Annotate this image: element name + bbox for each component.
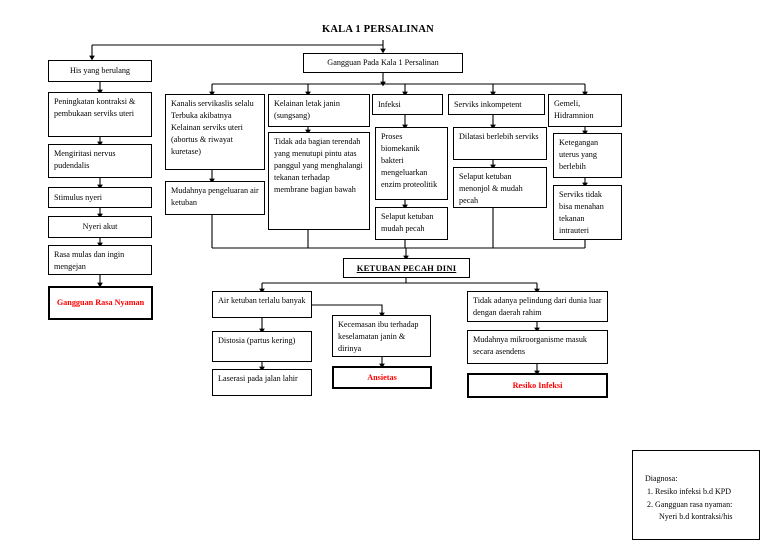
node-nyeri-akut[interactable]: Nyeri akut xyxy=(48,216,152,238)
diagnosa-heading: Diagnosa: xyxy=(645,474,678,483)
node-infeksi[interactable]: Infeksi xyxy=(372,94,443,115)
node-tidak-ada-bagian-terendah[interactable]: Tidak ada bagian terendah yang menutupi … xyxy=(268,132,370,230)
central-node[interactable]: Gangguan Pada Kala 1 Persalinan xyxy=(303,53,463,73)
node-label: Infeksi xyxy=(378,99,401,109)
node-label: Ketegangan uterus yang berlebih xyxy=(559,138,599,171)
node-label: Selaput ketuban mudah pecah xyxy=(381,212,434,233)
node-label: KETUBAN PECAH DINI xyxy=(356,262,457,273)
node-label: Mengiritasi nervus pudendalis xyxy=(54,149,116,170)
node-serviks-tidak-bisa-menahan[interactable]: Serviks tidak bisa menahan tekanan intra… xyxy=(553,185,622,240)
node-label: Tidak ada bagian terendah yang menutupi … xyxy=(274,137,363,194)
diagnosa-list: Resiko infeksi b.d KPD Gangguan rasa nya… xyxy=(641,486,753,512)
node-gangguan-rasa-nyaman[interactable]: Gangguan Rasa Nyaman xyxy=(48,286,153,320)
node-label: Laserasi pada jalan lahir xyxy=(218,374,298,383)
node-ketegangan-uterus[interactable]: Ketegangan uterus yang berlebih xyxy=(553,133,622,178)
node-proses-biomekanik[interactable]: Proses biomekanik bakteri mengeluarkan e… xyxy=(375,127,448,200)
node-label: Selaput ketuban menonjol & mudah pecah xyxy=(459,172,523,205)
node-label: Serviks inkompetent xyxy=(454,99,522,109)
node-label: Mudahnya mikroorganisme masuk secara ase… xyxy=(473,335,588,356)
diagnosa-panel: Diagnosa: Resiko infeksi b.d KPD Ganggua… xyxy=(632,450,760,540)
node-mudahnya-pengeluaran-air-ketuban[interactable]: Mudahnya pengeluaran air ketuban xyxy=(165,181,265,215)
node-kecemasan-ibu[interactable]: Kecemasan ibu terhadap keselamatan janin… xyxy=(332,315,431,357)
node-distosia[interactable]: Distosia (partus kering) xyxy=(212,331,312,362)
node-tidak-adanya-pelindung[interactable]: Tidak adanya pelindung dari dunia luar d… xyxy=(467,291,608,322)
node-label: Serviks tidak bisa menahan tekanan intra… xyxy=(559,190,604,235)
node-label: Nyeri akut xyxy=(82,222,118,232)
node-mudahnya-mikroorganisme[interactable]: Mudahnya mikroorganisme masuk secara ase… xyxy=(467,330,608,364)
node-ketuban-pecah-dini[interactable]: KETUBAN PECAH DINI xyxy=(343,258,470,278)
node-rasa-mulas[interactable]: Rasa mulas dan ingin mengejan xyxy=(48,245,152,275)
node-label: Air ketuban terlalu banyak xyxy=(218,296,306,305)
node-selaput-ketuban-mudah-pecah[interactable]: Selaput ketuban mudah pecah xyxy=(375,207,448,240)
node-air-ketuban-terlalu-banyak[interactable]: Air ketuban terlalu banyak xyxy=(212,291,312,318)
node-label: Tidak adanya pelindung dari dunia luar d… xyxy=(473,296,602,317)
node-kelainan-letak-janin[interactable]: Kelainan letak janin (sungsang) xyxy=(268,94,370,127)
node-selaput-ketuban-menonjol[interactable]: Selaput ketuban menonjol & mudah pecah xyxy=(453,167,547,208)
node-gemeli-hidramnion[interactable]: Gemeli, Hidramnion xyxy=(548,94,622,127)
node-label: Proses biomekanik bakteri mengeluarkan e… xyxy=(381,132,438,189)
node-his-yang-berulang[interactable]: His yang berulang xyxy=(48,60,152,82)
diagnosa-item: Resiko infeksi b.d KPD xyxy=(655,486,753,499)
page-title: KALA 1 PERSALINAN xyxy=(322,24,434,35)
diagnosa-item: Gangguan rasa nyaman: xyxy=(655,499,753,512)
node-peningkatan-kontraksi[interactable]: Peningkatan kontraksi & pembukaan servik… xyxy=(48,92,152,137)
node-label-highlight: Ansietas xyxy=(367,372,397,382)
diagnosa-item-2-line2: Nyeri b.d kontraksi/his xyxy=(659,512,733,522)
node-serviks-inkompetent[interactable]: Serviks inkompetent xyxy=(448,94,545,115)
central-node-label: Gangguan Pada Kala 1 Persalinan xyxy=(327,58,439,68)
node-label: Peningkatan kontraksi & pembukaan servik… xyxy=(54,97,136,118)
node-label: Distosia (partus kering) xyxy=(218,336,296,345)
node-mengiritasi-nervus[interactable]: Mengiritasi nervus pudendalis xyxy=(48,144,152,178)
node-dilatasi-berlebih-serviks[interactable]: Dilatasi berlebih serviks xyxy=(453,127,547,160)
node-label: Kecemasan ibu terhadap keselamatan janin… xyxy=(338,320,419,353)
node-label-highlight: Gangguan Rasa Nyaman xyxy=(56,298,145,308)
node-label: Rasa mulas dan ingin mengejan xyxy=(54,250,125,271)
node-stimulus-nyeri[interactable]: Stimulus nyeri xyxy=(48,187,152,208)
node-ansietas[interactable]: Ansietas xyxy=(332,366,432,389)
node-label: Kanalis servikaslis selalu Terbuka akiba… xyxy=(171,99,254,156)
node-label: Stimulus nyeri xyxy=(54,192,102,202)
node-laserasi-jalan-lahir[interactable]: Laserasi pada jalan lahir xyxy=(212,369,312,396)
node-kanalis-servikaslis[interactable]: Kanalis servikaslis selalu Terbuka akiba… xyxy=(165,94,265,170)
node-label: Gemeli, Hidramnion xyxy=(554,99,594,120)
node-resiko-infeksi[interactable]: Resiko Infeksi xyxy=(467,373,608,398)
node-label: Dilatasi berlebih serviks xyxy=(459,132,539,141)
node-label: Kelainan letak janin (sungsang) xyxy=(274,99,340,120)
node-label: His yang berulang xyxy=(69,66,131,76)
node-label-highlight: Resiko Infeksi xyxy=(512,380,563,390)
node-label: Mudahnya pengeluaran air ketuban xyxy=(171,186,259,207)
